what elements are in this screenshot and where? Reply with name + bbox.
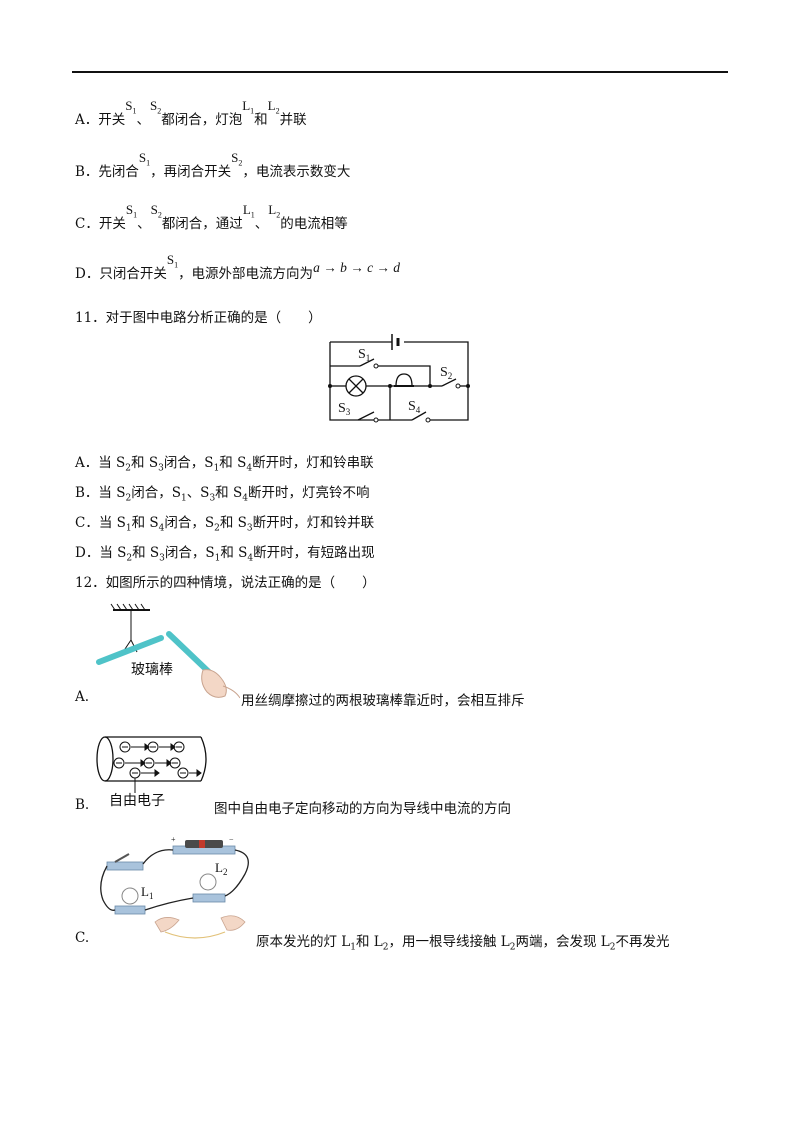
free-electrons-illustration: 自由电子	[96, 736, 207, 807]
svg-text:−: −	[229, 835, 234, 844]
q12-option-a-letter: A.	[75, 689, 90, 705]
q11-option-c[interactable]: C．当 S1和 S4闭合，S2和 S3断开时，灯和铃并联	[75, 515, 375, 534]
current-path: a → b → c → d	[313, 260, 401, 275]
q10-option-a[interactable]: A．开关S1、S2都闭合，灯泡L1和L2并联	[75, 98, 307, 128]
s4-label: S4	[408, 399, 421, 415]
q10-option-d[interactable]: D．只闭合开关S1，电源外部电流方向为a → b → c → d	[75, 252, 401, 282]
l1-label: L1	[141, 884, 153, 901]
q11-option-b[interactable]: B．当 S2闭合，S1、S3和 S4断开时，灯亮铃不响	[75, 485, 370, 504]
q11-option-d[interactable]: D．当 S2和 S3闭合，S1和 S4断开时，有短路出现	[75, 545, 375, 564]
header-rule	[72, 71, 728, 73]
free-electron-label: 自由电子	[109, 793, 165, 807]
s2-label: S2	[440, 365, 452, 381]
svg-text:+: +	[171, 835, 176, 844]
q12-option-a[interactable]: 用丝绸摩擦过的两根玻璃棒靠近时，会相互排斥	[241, 693, 525, 709]
q12-option-c[interactable]: 原本发光的灯 L1和 L2，用一根导线接触 L2两端，会发现 L2不再发光	[256, 934, 670, 953]
l2-label: L2	[215, 860, 227, 877]
q11-circuit-diagram: S1 S2 S3 S4	[328, 334, 470, 423]
q12-option-b[interactable]: 图中自由电子定向移动的方向为导线中电流的方向	[214, 801, 511, 817]
q12-option-b-letter: B.	[75, 797, 90, 813]
q12-stem: 12．如图所示的四种情境，说法正确的是（ ）	[75, 575, 376, 591]
two-lamps-illustration: + − L1 L2	[100, 835, 249, 939]
q10-option-c[interactable]: C．开关S1、S2都闭合，通过L1、L2的电流相等	[75, 202, 348, 232]
glass-rod-label: 玻璃棒	[131, 661, 173, 678]
glass-rods-illustration: 玻璃棒	[96, 603, 240, 699]
q11-stem: 11．对于图中电路分析正确的是（ ）	[75, 310, 322, 326]
s1-label: S1	[358, 347, 370, 363]
s3-label: S3	[338, 401, 351, 417]
q10-option-b[interactable]: B．先闭合S1，再闭合开关S2，电流表示数变大	[75, 150, 351, 180]
q12-option-c-letter: C.	[75, 930, 90, 946]
q11-option-a[interactable]: A．当 S2和 S3闭合，S1和 S4断开时，灯和铃串联	[75, 455, 374, 474]
